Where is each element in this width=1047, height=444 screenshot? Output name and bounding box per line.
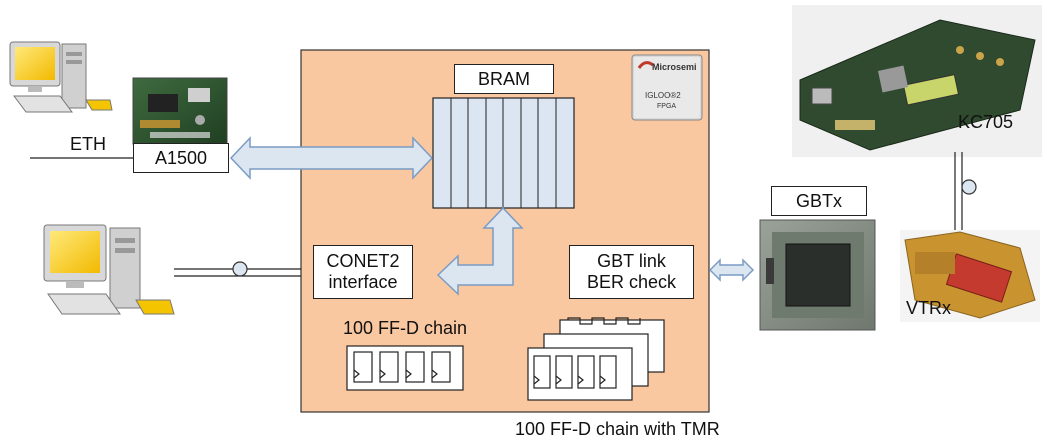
gbtx-chip-photo [759, 219, 876, 331]
eth-label: ETH [70, 134, 106, 154]
chip-type: FPGA [657, 103, 676, 110]
ffd-tmr-label: 100 FF-D chain with TMR [515, 419, 720, 439]
conet2-line-2: interface [328, 272, 398, 292]
ffd-tmr-symbol [527, 317, 665, 401]
gbt-ber-check-box: GBT link BER check [569, 245, 694, 299]
conet2-line-1: CONET2 [326, 251, 400, 271]
kc705-board-photo [792, 5, 1042, 157]
ffd-chain-label: 100 FF-D chain [343, 318, 468, 338]
a1500-label: A1500 [133, 143, 229, 173]
vtrx-label: VTRx [906, 298, 951, 318]
computer-top-icon [9, 41, 113, 113]
bram-conet-arrow [436, 206, 524, 296]
optical-link-left [174, 261, 301, 277]
bram-label: BRAM [454, 64, 554, 94]
gbt-gbtx-arrow [708, 258, 755, 282]
microsemi-chip-logo: Microsemi IGLOO®2 FPGA [631, 54, 703, 121]
a1500-board-photo [132, 77, 228, 145]
ffd-chain-symbol [346, 345, 464, 391]
gbt-line-1: GBT link [597, 251, 666, 271]
computer-bottom-icon [43, 224, 175, 315]
optical-link-right [954, 152, 977, 230]
bram-block [432, 97, 575, 209]
vtrx-photo [900, 230, 1040, 322]
chip-product: IGLOO®2 [645, 91, 681, 100]
conet2-interface-box: CONET2 interface [313, 245, 413, 299]
gbt-line-2: BER check [586, 272, 677, 292]
gbtx-label: GBTx [771, 186, 867, 216]
a1500-bram-arrow [229, 136, 434, 180]
kc705-label: KC705 [958, 112, 1014, 132]
chip-brand: Microsemi [652, 62, 697, 72]
